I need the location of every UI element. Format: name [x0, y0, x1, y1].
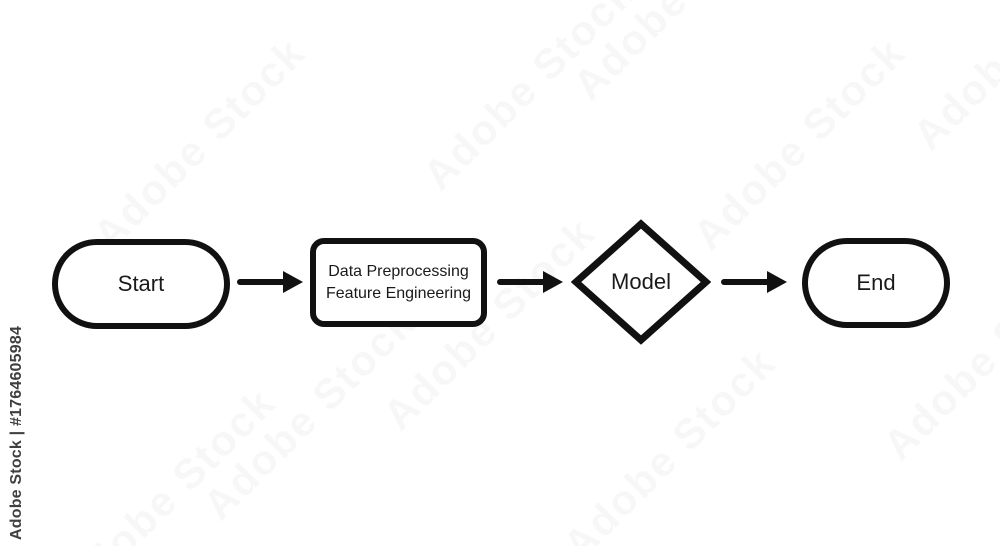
- diamond-shape: [571, 219, 711, 345]
- background-watermark-text: Adobe Stock: [553, 338, 785, 546]
- arrow-start-to-preprocessing: [237, 271, 303, 293]
- node-preprocessing-label-line1: Data Preprocessing: [328, 262, 469, 280]
- node-model-label: Model: [611, 269, 671, 294]
- background-watermark-text: Adobe Stock: [83, 28, 315, 259]
- background-watermark-text: Adobe Stock: [413, 0, 645, 199]
- node-end-label: End: [856, 270, 896, 295]
- node-preprocessing-label-line2: Feature Engineering: [326, 284, 471, 302]
- arrow-preprocessing-to-model: [497, 271, 563, 293]
- node-model: Model: [571, 219, 711, 345]
- background-watermark-text: Adobe Stock: [683, 28, 915, 259]
- background-watermark-text: Adobe Stock: [564, 0, 795, 110]
- node-preprocessing: Data Preprocessing Feature Engineering: [310, 238, 487, 327]
- adobe-stock-watermark: Adobe Stock | #1764605984: [8, 325, 25, 540]
- node-start-label: Start: [117, 271, 165, 296]
- node-start: Start: [52, 239, 230, 329]
- node-end: End: [802, 238, 950, 328]
- background-watermark-text: Adobe Stock: [903, 0, 1000, 159]
- background-watermark-text: Adobe Stock: [53, 378, 285, 546]
- arrow-model-to-end: [721, 271, 787, 293]
- background-watermark-text: Adobe Stock: [193, 298, 425, 529]
